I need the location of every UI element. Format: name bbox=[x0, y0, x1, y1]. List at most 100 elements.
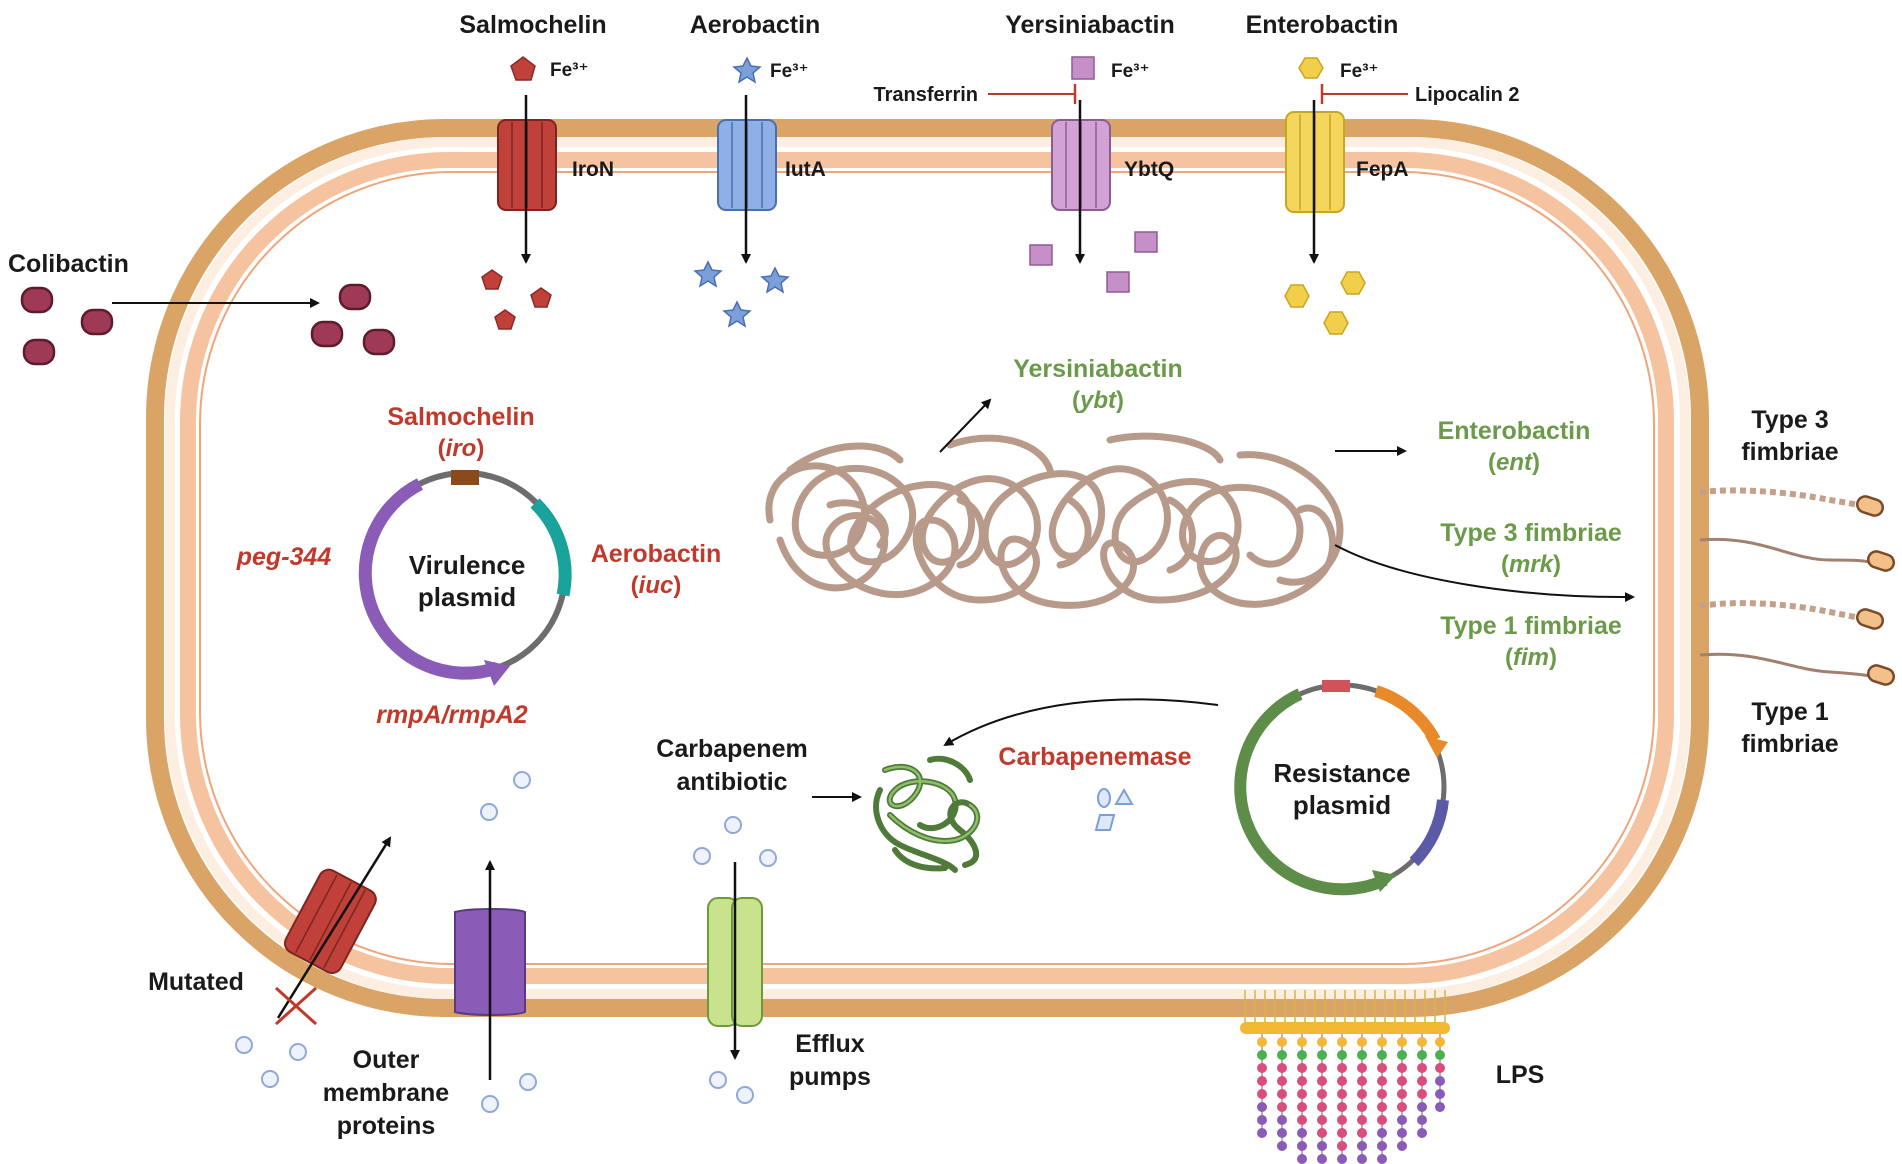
lps-sugar bbox=[1357, 1154, 1367, 1164]
carbapenemase-protein-highlight bbox=[883, 765, 979, 843]
fim-gene: fim bbox=[1513, 644, 1549, 671]
lps-sugar bbox=[1277, 1115, 1287, 1125]
lps-sugar bbox=[1417, 1037, 1427, 1047]
type1-fimbriae-label: Type 1 bbox=[1751, 698, 1828, 726]
lps-sugar bbox=[1317, 1128, 1327, 1138]
lps-sugar bbox=[1337, 1063, 1347, 1073]
salmochelin-title: Salmochelin bbox=[459, 11, 606, 39]
lps-sugar bbox=[1377, 1141, 1387, 1151]
aerobactin-gene-label: Aerobactin bbox=[591, 540, 722, 568]
iuc-arc bbox=[530, 498, 572, 597]
ybt-paren: (ybt) bbox=[1072, 387, 1124, 414]
omp-label-3: proteins bbox=[337, 1112, 436, 1140]
mutated-label: Mutated bbox=[148, 968, 244, 996]
carbapenem-label-2: antibiotic bbox=[676, 768, 787, 796]
carbapenemase-label: Carbapenemase bbox=[998, 743, 1191, 771]
lps-sugar bbox=[1377, 1076, 1387, 1086]
lps-sugar bbox=[1417, 1076, 1427, 1086]
outer-membrane bbox=[146, 119, 1709, 1017]
ybt-gene: ybt bbox=[1079, 387, 1117, 414]
lps-sugar bbox=[1337, 1141, 1347, 1151]
lps-sugar bbox=[1377, 1128, 1387, 1138]
lps-sugar bbox=[1277, 1089, 1287, 1099]
transferrin-label: Transferrin bbox=[874, 84, 978, 106]
iron-receptor-label: IroN bbox=[572, 158, 614, 181]
rmpa-arc bbox=[358, 478, 500, 680]
aerobactin-molecule-inside bbox=[722, 300, 752, 328]
iro-gene: iro bbox=[446, 435, 477, 462]
lps-sugar bbox=[1297, 1154, 1307, 1164]
lps-sugar bbox=[1357, 1076, 1367, 1086]
lps-sugar bbox=[1317, 1141, 1327, 1151]
lps-sugar bbox=[1377, 1037, 1387, 1047]
type3-fimbriae-label: Type 3 bbox=[1751, 406, 1828, 434]
lps-sugar bbox=[1277, 1037, 1287, 1047]
lps-sugar bbox=[1337, 1050, 1347, 1060]
salmochelin-molecule-inside bbox=[494, 309, 516, 330]
lps-sugar bbox=[1435, 1063, 1445, 1073]
resistance-blue-arc bbox=[1409, 799, 1449, 867]
lps-sugar bbox=[1417, 1128, 1427, 1138]
aerobactin-system: Aerobactin Fe³⁺ IutA bbox=[690, 11, 826, 328]
chromosome-arrows bbox=[939, 398, 1635, 603]
iro-segment bbox=[451, 470, 479, 485]
lps-sugar bbox=[1357, 1128, 1367, 1138]
type1-pilus bbox=[1699, 537, 1896, 686]
enterobactin-molecule-inside bbox=[1323, 311, 1349, 335]
lps-label: LPS bbox=[1496, 1061, 1545, 1089]
lps-sugar bbox=[1397, 1037, 1407, 1047]
lps-sugar bbox=[1357, 1050, 1367, 1060]
lps-sugar bbox=[1435, 1050, 1445, 1060]
lps-sugar bbox=[1397, 1063, 1407, 1073]
efflux-label: Efflux bbox=[795, 1030, 865, 1058]
lps-sugar bbox=[1435, 1076, 1445, 1086]
rmpa-label: rmpA/rmpA2 bbox=[376, 701, 528, 729]
yersiniabactin-molecule bbox=[1071, 56, 1095, 80]
resistance-green-arc bbox=[1234, 688, 1388, 896]
salmochelin-molecule bbox=[510, 56, 536, 81]
periplasm bbox=[165, 137, 1690, 999]
cell-envelope bbox=[146, 119, 1709, 1017]
lps-sugar bbox=[1357, 1141, 1367, 1151]
resistance-red-segment bbox=[1322, 680, 1350, 692]
lps-sugar bbox=[1257, 1115, 1267, 1125]
lps-sugar bbox=[1257, 1128, 1267, 1138]
lps-sugar bbox=[1417, 1089, 1427, 1099]
enterobactin-molecule bbox=[1298, 57, 1324, 79]
mutated-porin: Mutated bbox=[148, 836, 392, 1026]
carbapenemase-group: Carbapenemase Carbapenem antibiotic bbox=[656, 735, 1192, 873]
lps-sugar bbox=[1297, 1076, 1307, 1086]
ybt-label: Yersiniabactin bbox=[1013, 355, 1183, 383]
lps-sugar bbox=[1277, 1050, 1287, 1060]
lps-chains bbox=[1257, 1034, 1445, 1164]
lps-sugar bbox=[1377, 1154, 1387, 1164]
aerobactin-molecule-inside bbox=[693, 260, 723, 288]
aerobactin-title: Aerobactin bbox=[690, 11, 821, 39]
resistance-plasmid: Resistance plasmid bbox=[943, 680, 1449, 896]
lps-sugar bbox=[1417, 1050, 1427, 1060]
lps-sugar bbox=[1257, 1102, 1267, 1112]
omp-label: Outer bbox=[353, 1046, 420, 1074]
enterobactin-molecule-inside bbox=[1284, 284, 1310, 308]
lps-sugar bbox=[1417, 1063, 1427, 1073]
lps-sugar bbox=[1297, 1141, 1307, 1151]
lps-sugar bbox=[1277, 1102, 1287, 1112]
lipocalin-label: Lipocalin 2 bbox=[1415, 84, 1519, 106]
inner-membrane bbox=[180, 152, 1674, 984]
enterobactin-receptor-label: FepA bbox=[1356, 158, 1409, 181]
lps-sugar bbox=[1397, 1115, 1407, 1125]
mrk-gene: mrk bbox=[1509, 551, 1555, 578]
mrk-paren: (mrk) bbox=[1501, 551, 1561, 578]
resistance-orange-arc bbox=[1374, 685, 1441, 743]
aerobactin-molecule-inside bbox=[760, 266, 790, 294]
lps-sugar bbox=[1435, 1037, 1445, 1047]
lps-sugar bbox=[1297, 1037, 1307, 1047]
lps-sugar bbox=[1357, 1037, 1367, 1047]
yersiniabactin-iron-label: Fe³⁺ bbox=[1111, 61, 1150, 82]
fim-paren: (fim) bbox=[1505, 644, 1557, 671]
yersiniabactin-molecule-inside bbox=[1134, 231, 1158, 253]
lps-sugar bbox=[1337, 1128, 1347, 1138]
resistance-plasmid-title: Resistance bbox=[1273, 758, 1410, 788]
lps-sugar bbox=[1337, 1154, 1347, 1164]
chromosome bbox=[765, 432, 1344, 609]
